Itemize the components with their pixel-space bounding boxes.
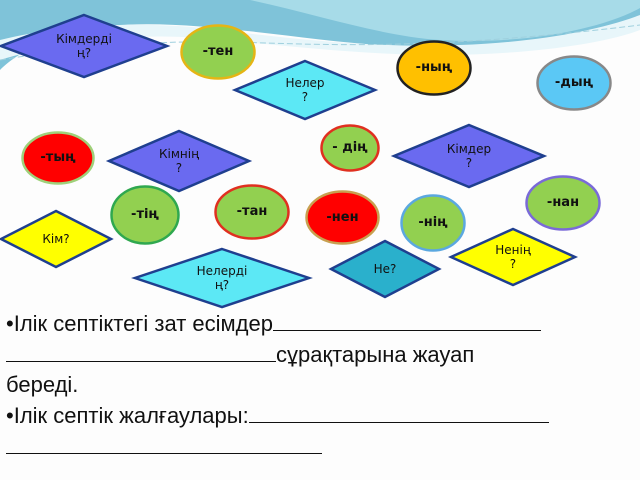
shape-label: -ның (415, 60, 453, 76)
sentence-2-start: Ілік септік жалғаулары: (13, 403, 249, 428)
label-line: Кім? (42, 231, 70, 246)
ending-oval-dyn[interactable]: -дың (536, 55, 612, 111)
diamond-shape (447, 227, 579, 287)
oval-shape (305, 190, 380, 245)
shape-label: Нелер? (285, 76, 324, 105)
shape-label: -нен (326, 209, 359, 225)
shape-label: -тің (131, 207, 159, 223)
diamond-shape (390, 123, 548, 189)
fill-blank-1[interactable] (272, 308, 541, 331)
sentence-1-end: сұрақтарына жауап (276, 342, 475, 367)
label-line: Не? (373, 261, 397, 276)
label-line: Нелерді (196, 263, 248, 278)
label-line: ? (465, 156, 473, 170)
shape-label: - дің (332, 140, 368, 156)
oval-shape (21, 131, 95, 185)
label-line: ң? (214, 278, 230, 292)
ending-oval-tan[interactable]: -тан (214, 184, 290, 240)
diamond-shape (231, 59, 379, 121)
ending-oval-din[interactable]: - дің (320, 124, 380, 172)
label-line: ? (509, 257, 517, 271)
oval-shape (110, 185, 180, 245)
diamond-shape (131, 247, 313, 309)
label-line: ? (175, 161, 183, 175)
shape-label: -тан (236, 204, 268, 220)
label-line: Кімдер (446, 141, 492, 156)
oval-shape (214, 184, 290, 240)
question-diamond-kimnin[interactable]: Кімнің? (105, 129, 253, 193)
shape-label: Кімдер? (447, 142, 491, 171)
oval-shape (525, 175, 601, 231)
ending-oval-nyn[interactable]: -ның (396, 40, 472, 96)
label-line: Кімдерді (56, 31, 112, 46)
question-diamond-kimder[interactable]: Кімдер? (390, 123, 548, 189)
shape-label: Кімнің? (159, 147, 199, 176)
bullet-line-3: береді. (6, 370, 636, 400)
label-line: ң? (76, 46, 92, 60)
label-line: Нелер (285, 75, 325, 90)
diamond-shape (105, 129, 253, 193)
label-line: Кімнің (158, 146, 199, 161)
shape-label: -тың (40, 150, 76, 166)
shape-label: Кім? (42, 232, 69, 246)
diamond-shape (0, 13, 171, 79)
diamond-shape (328, 239, 442, 299)
ending-oval-nin[interactable]: -нің (400, 194, 466, 252)
shape-label: Не? (374, 262, 397, 276)
sentence-1-tail: береді. (6, 372, 79, 397)
sentence-1-start: Ілік септіктегі зат есімдер (13, 311, 273, 336)
oval-shape (396, 40, 472, 96)
shape-label: -дың (554, 75, 594, 91)
label-line: Ненің (495, 242, 531, 257)
shape-label: -нің (418, 215, 448, 231)
oval-shape (180, 24, 256, 80)
shape-label: -нан (546, 195, 580, 211)
bullet: • (6, 311, 14, 336)
ending-oval-tin[interactable]: -тің (110, 185, 180, 245)
bullet: • (6, 403, 14, 428)
worksheet-text: •Ілік септіктегі зат есімдер сұрақтарына… (6, 308, 636, 462)
question-diamond-neler[interactable]: Нелер? (231, 59, 379, 121)
diamond-shape (0, 209, 114, 269)
ending-oval-nan[interactable]: -нан (525, 175, 601, 231)
fill-blank-4[interactable] (6, 431, 322, 454)
bullet-line-4: •Ілік септік жалғаулары: (6, 400, 636, 431)
question-diamond-ne[interactable]: Не? (328, 239, 442, 299)
ending-oval-tyn[interactable]: -тың (21, 131, 95, 185)
label-line: ? (301, 90, 309, 104)
fill-blank-2[interactable] (6, 339, 276, 362)
bullet-line-2: сұрақтарына жауап (6, 339, 636, 370)
question-diamond-kim[interactable]: Кім? (0, 209, 114, 269)
oval-shape (320, 124, 380, 172)
question-diamond-nenin[interactable]: Ненің? (447, 227, 579, 287)
ending-oval-ten[interactable]: -тен (180, 24, 256, 80)
shape-label: -тен (202, 44, 234, 60)
bullet-line-5 (6, 431, 636, 462)
oval-shape (400, 194, 466, 252)
shape-label: Ненің? (495, 243, 531, 272)
bullet-line-1: •Ілік септіктегі зат есімдер (6, 308, 636, 339)
oval-shape (536, 55, 612, 111)
ending-oval-nen[interactable]: -нен (305, 190, 380, 245)
fill-blank-3[interactable] (248, 400, 549, 423)
